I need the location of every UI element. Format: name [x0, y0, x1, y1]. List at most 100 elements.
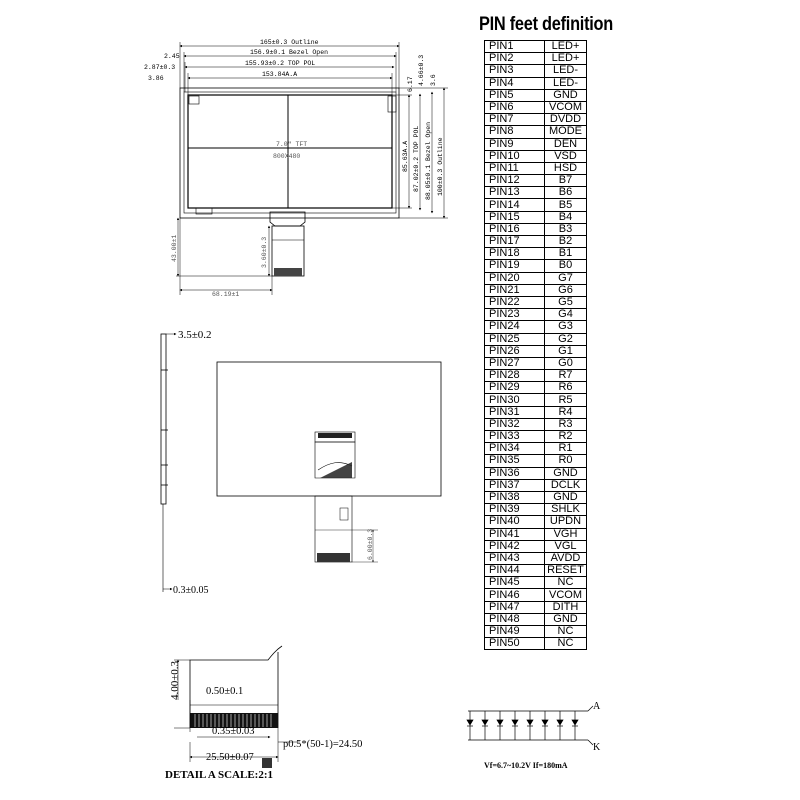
dim-right-3: 3.6 [430, 74, 437, 86]
pin-number: PIN9 [484, 137, 545, 151]
pin-number: PIN4 [484, 76, 545, 90]
pin-number: PIN43 [484, 551, 545, 566]
pin-number: PIN20 [484, 271, 545, 285]
pin-number: PIN3 [484, 64, 545, 78]
pin-number: PIN45 [484, 576, 545, 590]
back-fpc-fold [314, 441, 356, 479]
pin-number: PIN27 [484, 356, 545, 371]
dim-outline-w: 165±0.3 Outline [260, 39, 319, 46]
pin-signal: MODE [544, 125, 587, 139]
pin-number: PIN16 [484, 222, 545, 237]
pin-number: PIN21 [484, 283, 545, 297]
dim-outline-h: 100±0.3 Outline [437, 137, 444, 196]
fpc-dimensions [176, 217, 273, 295]
pin-number: PIN48 [484, 612, 545, 627]
pin-signal: VGL [544, 539, 587, 553]
pin-number: PIN6 [484, 100, 545, 115]
pin-number: PIN25 [484, 332, 545, 346]
pin-signal: GND [544, 88, 587, 102]
dim-fpc-thickness: 0.3±0.05 [173, 585, 209, 596]
bottom-left-marker [195, 207, 213, 215]
pin-signal: B6 [544, 186, 587, 200]
pin-signal: LED- [544, 64, 587, 78]
dim-bezel-w: 156.9±0.1 Bezel Open [250, 49, 328, 56]
pin-signal: NC [544, 624, 587, 639]
pin-number: PIN37 [484, 478, 545, 492]
led-spec: Vf=6.7~10.2V If=180mA [484, 761, 568, 770]
pin-number: PIN34 [484, 442, 545, 456]
pin-signal: B4 [544, 210, 587, 224]
pin-signal: G1 [544, 344, 587, 358]
pin-signal: B2 [544, 234, 587, 249]
pin-signal: AVDD [544, 551, 587, 566]
pin-number: PIN15 [484, 210, 545, 224]
pin-signal: R5 [544, 393, 587, 407]
pin-number: PIN44 [484, 564, 545, 578]
pin-number: PIN17 [484, 234, 545, 249]
pitch-formula: p0.5*(50-1)=24.50 [283, 739, 362, 750]
pin-signal: R0 [544, 454, 587, 468]
side-view-labels: 3.5±0.2 0.3±0.05 [173, 329, 212, 596]
pin-signal: VCOM [544, 100, 587, 115]
pin-signal: B7 [544, 174, 587, 188]
pin-number: PIN1 [484, 39, 545, 54]
pin-signal: GND [544, 490, 587, 505]
pin-signal: G4 [544, 308, 587, 322]
pin-signal: B0 [544, 259, 587, 273]
pin-number: PIN47 [484, 600, 545, 614]
pin-number: PIN5 [484, 88, 545, 102]
pin-signal: VCOM [544, 588, 587, 602]
detail-a [174, 645, 300, 768]
dim-bezel-h: 88.05±0.1 Bezel Open [425, 122, 432, 200]
pin-signal: G0 [544, 356, 587, 371]
pin-signal: R2 [544, 429, 587, 444]
pin-number: PIN40 [484, 515, 545, 529]
pin-signal: DCLK [544, 478, 587, 492]
led-cathode-label: K [593, 742, 601, 753]
pin-signal: G7 [544, 271, 587, 285]
pin-signal: R6 [544, 381, 587, 395]
dim-fpc-stiffener: 6.00±0.3 [367, 529, 374, 560]
dim-toppol-w: 155.93±0.2 TOP POL [245, 60, 315, 67]
pin-signal: LED+ [544, 39, 587, 54]
pin-signal: R1 [544, 442, 587, 456]
dim-fpc-tail: 3.60±0.3 [261, 237, 268, 268]
dim-aa-h: 85.63A.A [402, 141, 409, 172]
pin-table-title: PIN feet definition [479, 14, 613, 35]
dim-gap: 0.35±0.03 [212, 726, 255, 737]
pin-signal: B3 [544, 222, 587, 237]
pin-number: PIN50 [484, 637, 545, 651]
fpc-contacts [274, 268, 302, 276]
pin-number: PIN10 [484, 149, 545, 163]
pin-number: PIN31 [484, 405, 545, 419]
top-right-marker [387, 95, 397, 113]
pin-signal: R3 [544, 417, 587, 432]
pin-signal: VGH [544, 527, 587, 541]
pin-signal: LED- [544, 76, 587, 90]
pin-number: PIN2 [484, 52, 545, 66]
pin-number: PIN41 [484, 527, 545, 541]
pin-signal: G5 [544, 295, 587, 310]
